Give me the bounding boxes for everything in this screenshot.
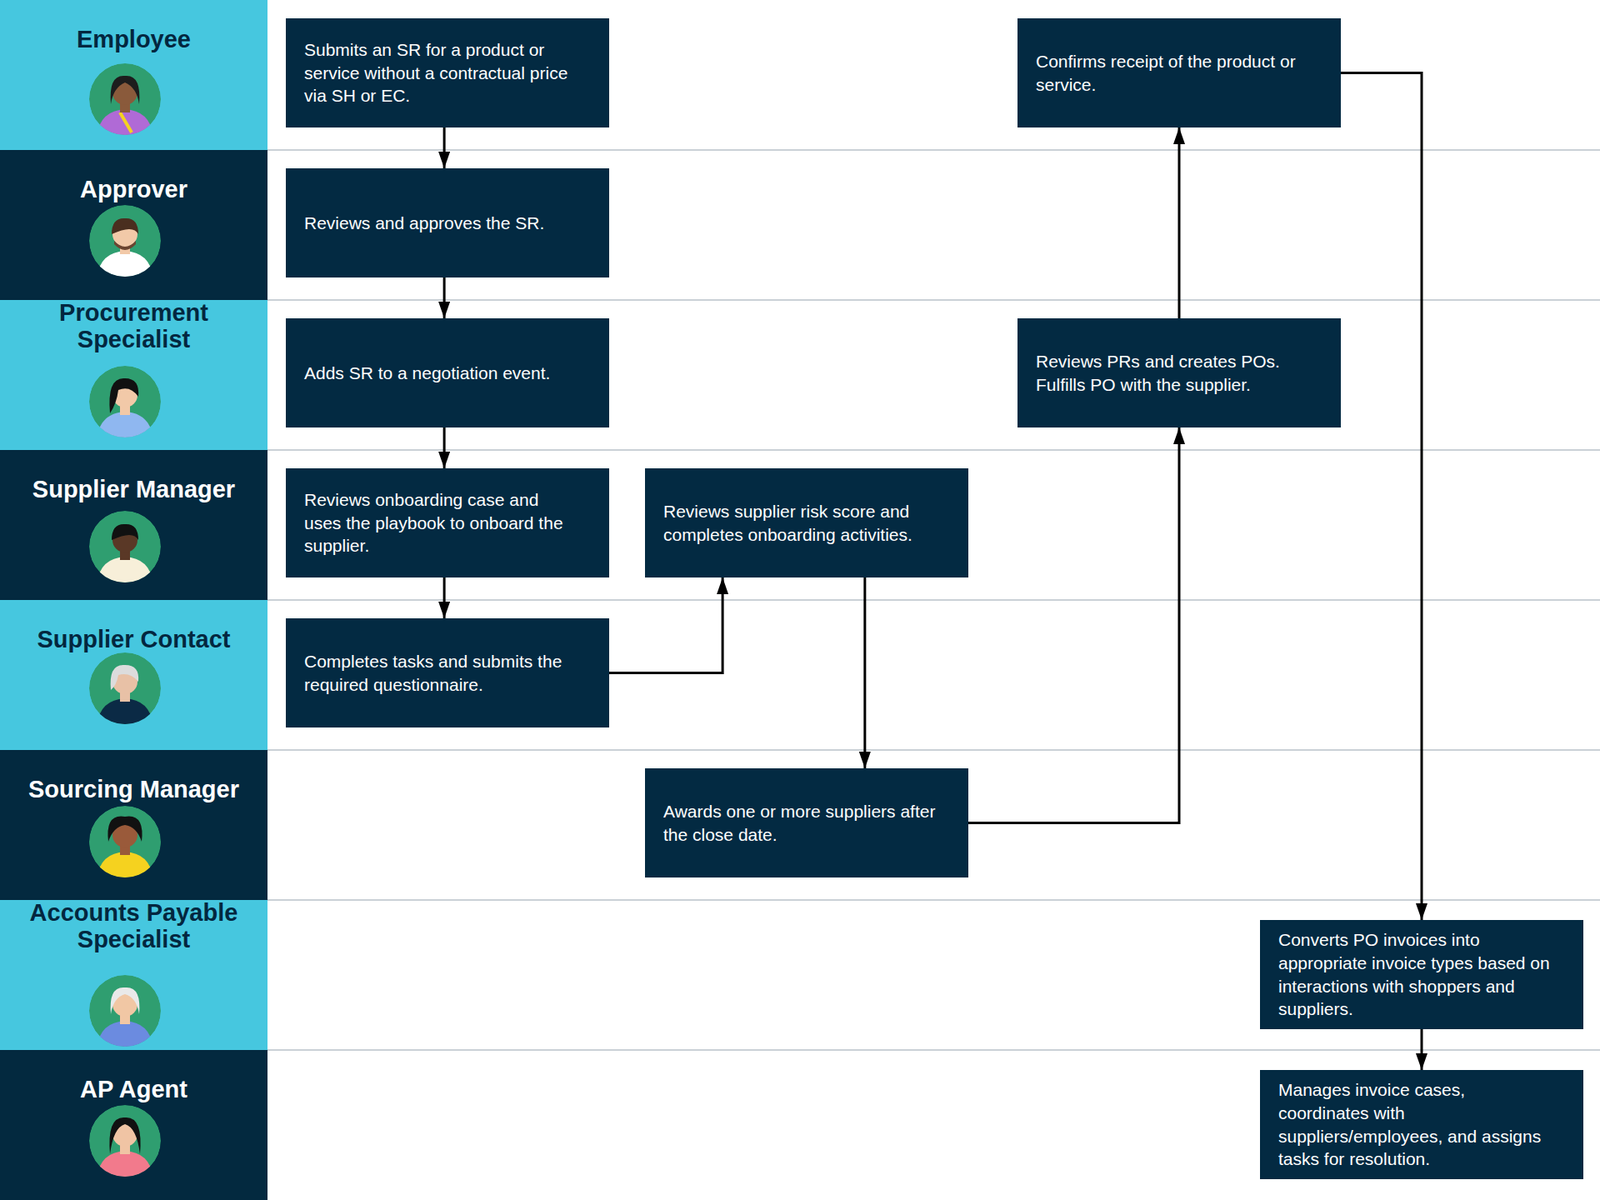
process-box: Reviews and approves the SR. — [285, 168, 610, 278]
lane-title: Accounts Payable Specialist — [0, 900, 268, 954]
avatar — [89, 205, 161, 281]
flow-arrow — [1178, 127, 1181, 319]
process-box: Manages invoice cases, coordinates with … — [1260, 1070, 1584, 1180]
lane-title: Supplier Manager — [0, 476, 268, 504]
process-box: Awards one or more suppliers after the c… — [645, 768, 969, 878]
avatar — [89, 805, 161, 882]
process-text: Reviews and approves the SR. — [304, 211, 545, 235]
process-box: Completes tasks and submits the required… — [285, 618, 610, 728]
flow-arrow — [443, 427, 446, 469]
process-text: Adds SR to a negotiation event. — [304, 361, 550, 385]
process-text: Reviews supplier risk score and complete… — [663, 500, 939, 547]
process-text: Reviews PRs and creates POs. Fulfills PO… — [1035, 350, 1311, 397]
swimlane: AP Agent Manages invoice cases, coordinat… — [0, 1050, 1600, 1200]
process-text: Reviews onboarding case and uses the pla… — [304, 488, 580, 559]
avatar — [89, 63, 161, 140]
process-text: Confirms receipt of the product or servi… — [1035, 50, 1311, 97]
flow-arrow — [443, 127, 446, 169]
process-box: Confirms receipt of the product or servi… — [1017, 18, 1341, 128]
lane-title: Supplier Contact — [0, 626, 268, 654]
process-box: Adds SR to a negotiation event. — [285, 318, 610, 428]
process-text: Completes tasks and submits the required… — [304, 650, 580, 697]
swimlane: Sourcing ManagerAwards one or more suppl… — [0, 750, 1600, 900]
process-text: Submits an SR for a product or service w… — [304, 38, 580, 109]
avatar — [89, 365, 161, 442]
flow-arrow — [1340, 73, 1422, 921]
lane-title: Procurement Specialist — [0, 300, 268, 354]
avatar — [89, 975, 161, 1051]
swimlane: Supplier ContactCompletes tasks and subm… — [0, 600, 1600, 750]
swimlane: Procurement SpecialistAdds SR to a negot… — [0, 300, 1600, 450]
swimlane: ApproverReviews and approves the SR. — [0, 150, 1600, 300]
lane-separators — [267, 150, 1600, 1050]
flow-arrow — [609, 577, 723, 674]
flow-arrow — [443, 577, 446, 619]
flow-arrow — [863, 577, 866, 769]
flow-arrow — [1420, 1029, 1424, 1070]
process-box: Reviews PRs and creates POs. Fulfills PO… — [1017, 318, 1341, 428]
avatar — [89, 652, 161, 729]
flow-arrow — [968, 427, 1180, 824]
flow-arrow — [443, 277, 446, 319]
avatar — [89, 1105, 161, 1181]
swimlane: Accounts Payable SpecialistConverts PO i… — [0, 900, 1600, 1050]
swimlane: Employee Submits an SR for a product or s… — [0, 0, 1600, 150]
avatar — [89, 510, 161, 587]
process-text: Converts PO invoices into appropriate in… — [1278, 928, 1554, 1022]
process-box: Reviews onboarding case and uses the pla… — [285, 468, 610, 578]
lane-title: AP Agent — [0, 1076, 268, 1104]
process-box: Submits an SR for a product or service w… — [285, 18, 610, 128]
lane-title: Approver — [0, 176, 268, 204]
process-text: Manages invoice cases, coordinates with … — [1278, 1078, 1554, 1172]
process-box: Converts PO invoices into appropriate in… — [1260, 920, 1584, 1030]
lane-title: Employee — [0, 26, 268, 54]
lane-title: Sourcing Manager — [0, 776, 268, 804]
process-box: Reviews supplier risk score and complete… — [645, 468, 969, 578]
swimlane: Supplier Manager Reviews onboarding case … — [0, 450, 1600, 600]
process-text: Awards one or more suppliers after the c… — [663, 800, 939, 847]
